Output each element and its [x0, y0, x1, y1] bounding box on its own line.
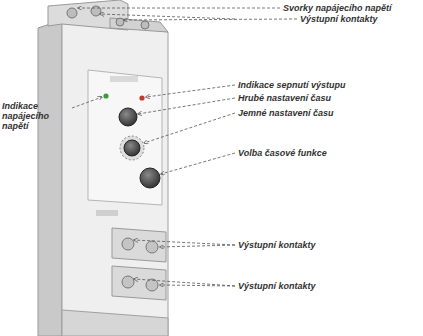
contact-label: Výstupní kontakty	[238, 240, 316, 250]
function-label: Volba časové funkce	[238, 148, 327, 158]
contact-label: Výstupní kontakty	[238, 281, 316, 291]
indicator-label: Indikace sepnutí výstupu	[238, 80, 346, 90]
contact-label: Výstupní kontakty	[300, 14, 378, 24]
indicator-label: Indikace napájecího napětí	[2, 101, 74, 131]
setting-label: Hrubé nastavení času	[238, 93, 331, 103]
setting-label: Jemné nastavení času	[238, 108, 334, 118]
terminal-label: Svorky napájecího napětí	[283, 3, 392, 13]
